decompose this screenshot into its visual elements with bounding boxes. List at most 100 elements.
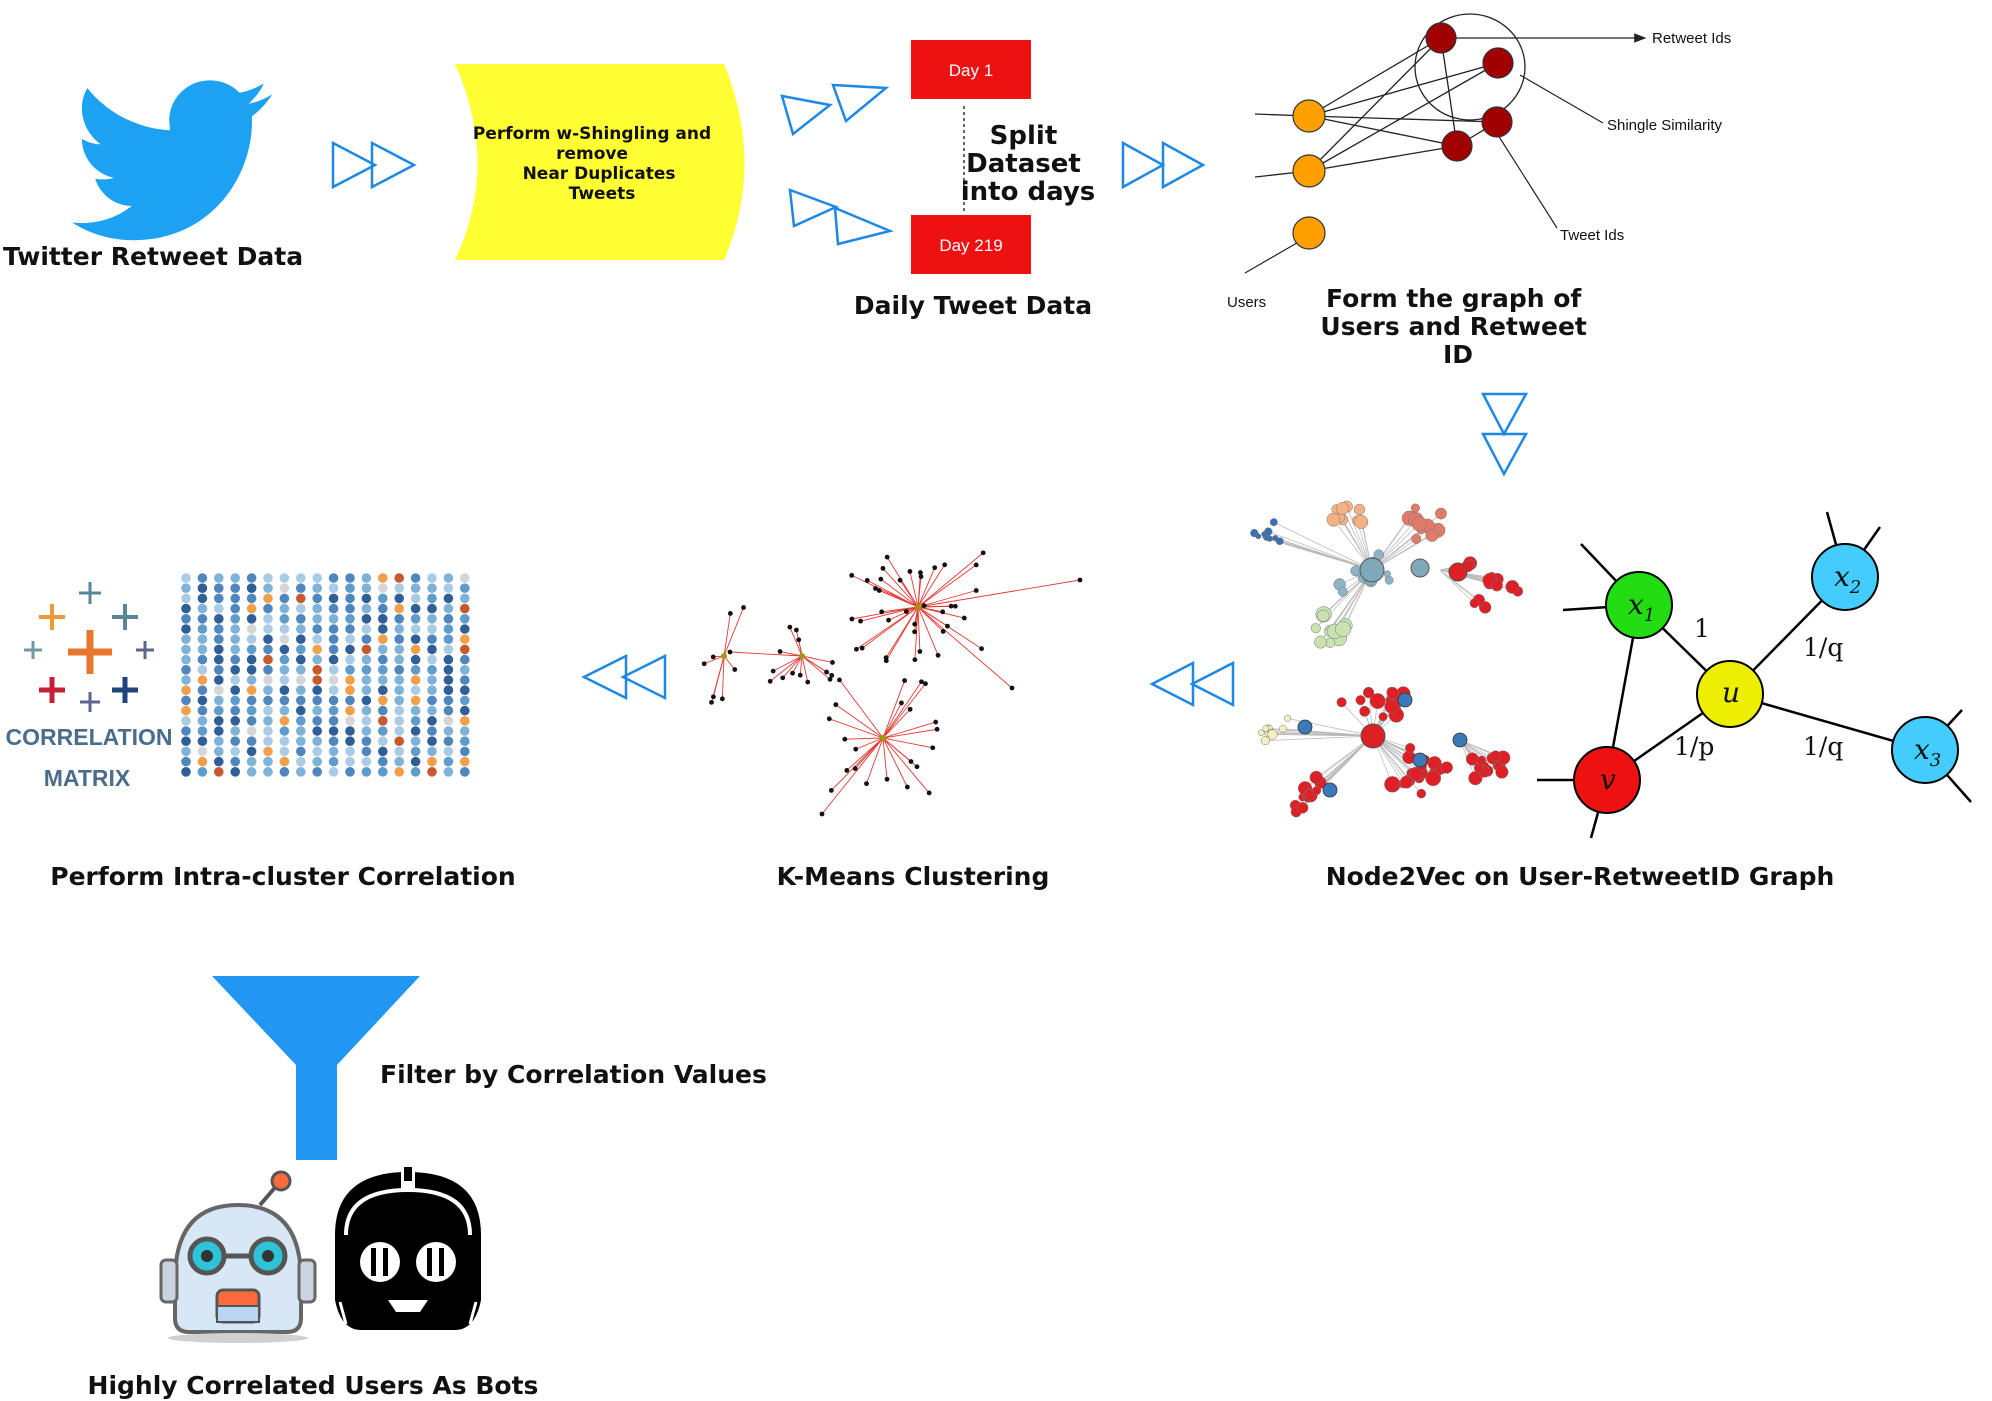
matrix-dot	[246, 573, 257, 583]
twitter-retweet-data-label: Twitter Retweet Data	[3, 242, 303, 271]
cluster-edge	[861, 606, 919, 649]
matrix-dot	[427, 685, 437, 695]
matrix-dot	[345, 644, 355, 655]
matrix-dot	[410, 716, 421, 726]
shingling-step-shape	[455, 64, 745, 260]
matrix-dot	[361, 665, 372, 675]
cluster-edge	[882, 702, 902, 739]
matrix-dot	[361, 634, 372, 644]
matrix-dot	[296, 634, 306, 644]
matrix-dot	[312, 583, 323, 593]
matrix-dot	[230, 634, 240, 644]
cluster-edge	[866, 737, 884, 784]
net-node	[1338, 586, 1348, 597]
matrix-dot	[312, 746, 323, 757]
day-last-label: Day 219	[939, 236, 1002, 255]
matrix-dot	[197, 654, 208, 665]
cluster-point	[842, 736, 848, 742]
net-node	[1317, 609, 1330, 622]
cluster-point	[797, 672, 803, 678]
net-node	[1440, 761, 1453, 774]
cluster-point	[741, 605, 746, 610]
cluster-point	[907, 569, 913, 574]
cluster-point	[864, 781, 869, 787]
matrix-dot	[197, 685, 208, 695]
cluster-edge	[769, 655, 803, 682]
matrix-dot	[345, 634, 355, 644]
matrix-dot	[230, 716, 240, 726]
net-hub	[1297, 719, 1313, 735]
net-hub	[1360, 723, 1386, 749]
day-first-box	[911, 40, 1031, 99]
cluster-point	[819, 811, 825, 817]
net-node	[1269, 518, 1278, 527]
net-hub	[1322, 782, 1338, 798]
matrix-dot	[312, 593, 323, 604]
net-node	[1359, 705, 1371, 717]
cluster-point	[780, 675, 786, 681]
matrix-dot	[345, 705, 355, 716]
tweet-ids-label: Tweet Ids	[1560, 227, 1624, 244]
matrix-dot	[246, 593, 257, 604]
net-node	[1362, 686, 1375, 699]
matrix-dot	[312, 624, 323, 634]
users-label: Users	[1227, 294, 1266, 311]
cluster-point	[942, 562, 948, 568]
matrix-dot	[443, 593, 454, 604]
cluster-point	[952, 603, 958, 609]
net-node	[1435, 507, 1447, 520]
matrix-dot	[443, 705, 454, 716]
cluster-edge	[860, 606, 919, 622]
matrix-dot	[296, 614, 306, 624]
matrix-dot	[460, 716, 470, 726]
cluster-edge	[789, 626, 803, 657]
matrix-dot	[197, 675, 208, 685]
cluster-point	[879, 609, 885, 615]
matrix-dot	[345, 746, 355, 757]
matrix-dot	[230, 705, 240, 716]
cluster-centroid	[915, 604, 921, 610]
matrix-dot	[230, 624, 240, 634]
matrix-dot	[443, 665, 454, 675]
cluster-edge	[801, 655, 831, 680]
matrix-dot	[197, 767, 208, 777]
cluster-point	[940, 609, 946, 615]
matrix-dot	[246, 746, 257, 757]
cluster-point	[914, 764, 920, 770]
matrix-dot	[328, 695, 339, 706]
matrix-dot	[197, 614, 208, 624]
matrix-dot	[394, 634, 405, 644]
matrix-dot	[394, 654, 405, 665]
matrix-dot	[427, 767, 437, 777]
cluster-point	[980, 550, 986, 556]
matrix-dot	[460, 624, 470, 634]
chevron-split-down-icon	[788, 188, 894, 246]
net-node	[1326, 512, 1341, 527]
matrix-dot	[214, 746, 224, 757]
net-node	[1425, 528, 1439, 542]
cluster-point	[853, 646, 859, 652]
bot-face-icon	[335, 1167, 481, 1330]
matrix-dot	[378, 746, 388, 757]
matrix-dot	[410, 695, 421, 706]
matrix-dot	[410, 573, 421, 583]
cluster-edge	[882, 737, 930, 794]
matrix-dot	[443, 675, 454, 685]
net-node	[1278, 724, 1287, 733]
weight-u-x3: 1/q	[1803, 732, 1843, 761]
matrix-dot	[230, 726, 240, 736]
cluster-point	[844, 768, 850, 773]
cluster-edge	[882, 681, 922, 739]
net-hub	[1452, 732, 1468, 748]
cluster-point	[912, 621, 918, 627]
cluster-point	[884, 554, 890, 560]
matrix-dot	[443, 716, 454, 726]
matrix-dot	[230, 614, 240, 624]
cluster-centroid	[799, 653, 805, 659]
matrix-dot	[279, 756, 290, 767]
matrix-dot	[296, 644, 306, 655]
net-node	[1469, 598, 1480, 609]
bots-label: Highly Correlated Users As Bots	[88, 1371, 539, 1400]
matrix-dot	[230, 767, 240, 777]
cluster-edge	[899, 579, 919, 608]
